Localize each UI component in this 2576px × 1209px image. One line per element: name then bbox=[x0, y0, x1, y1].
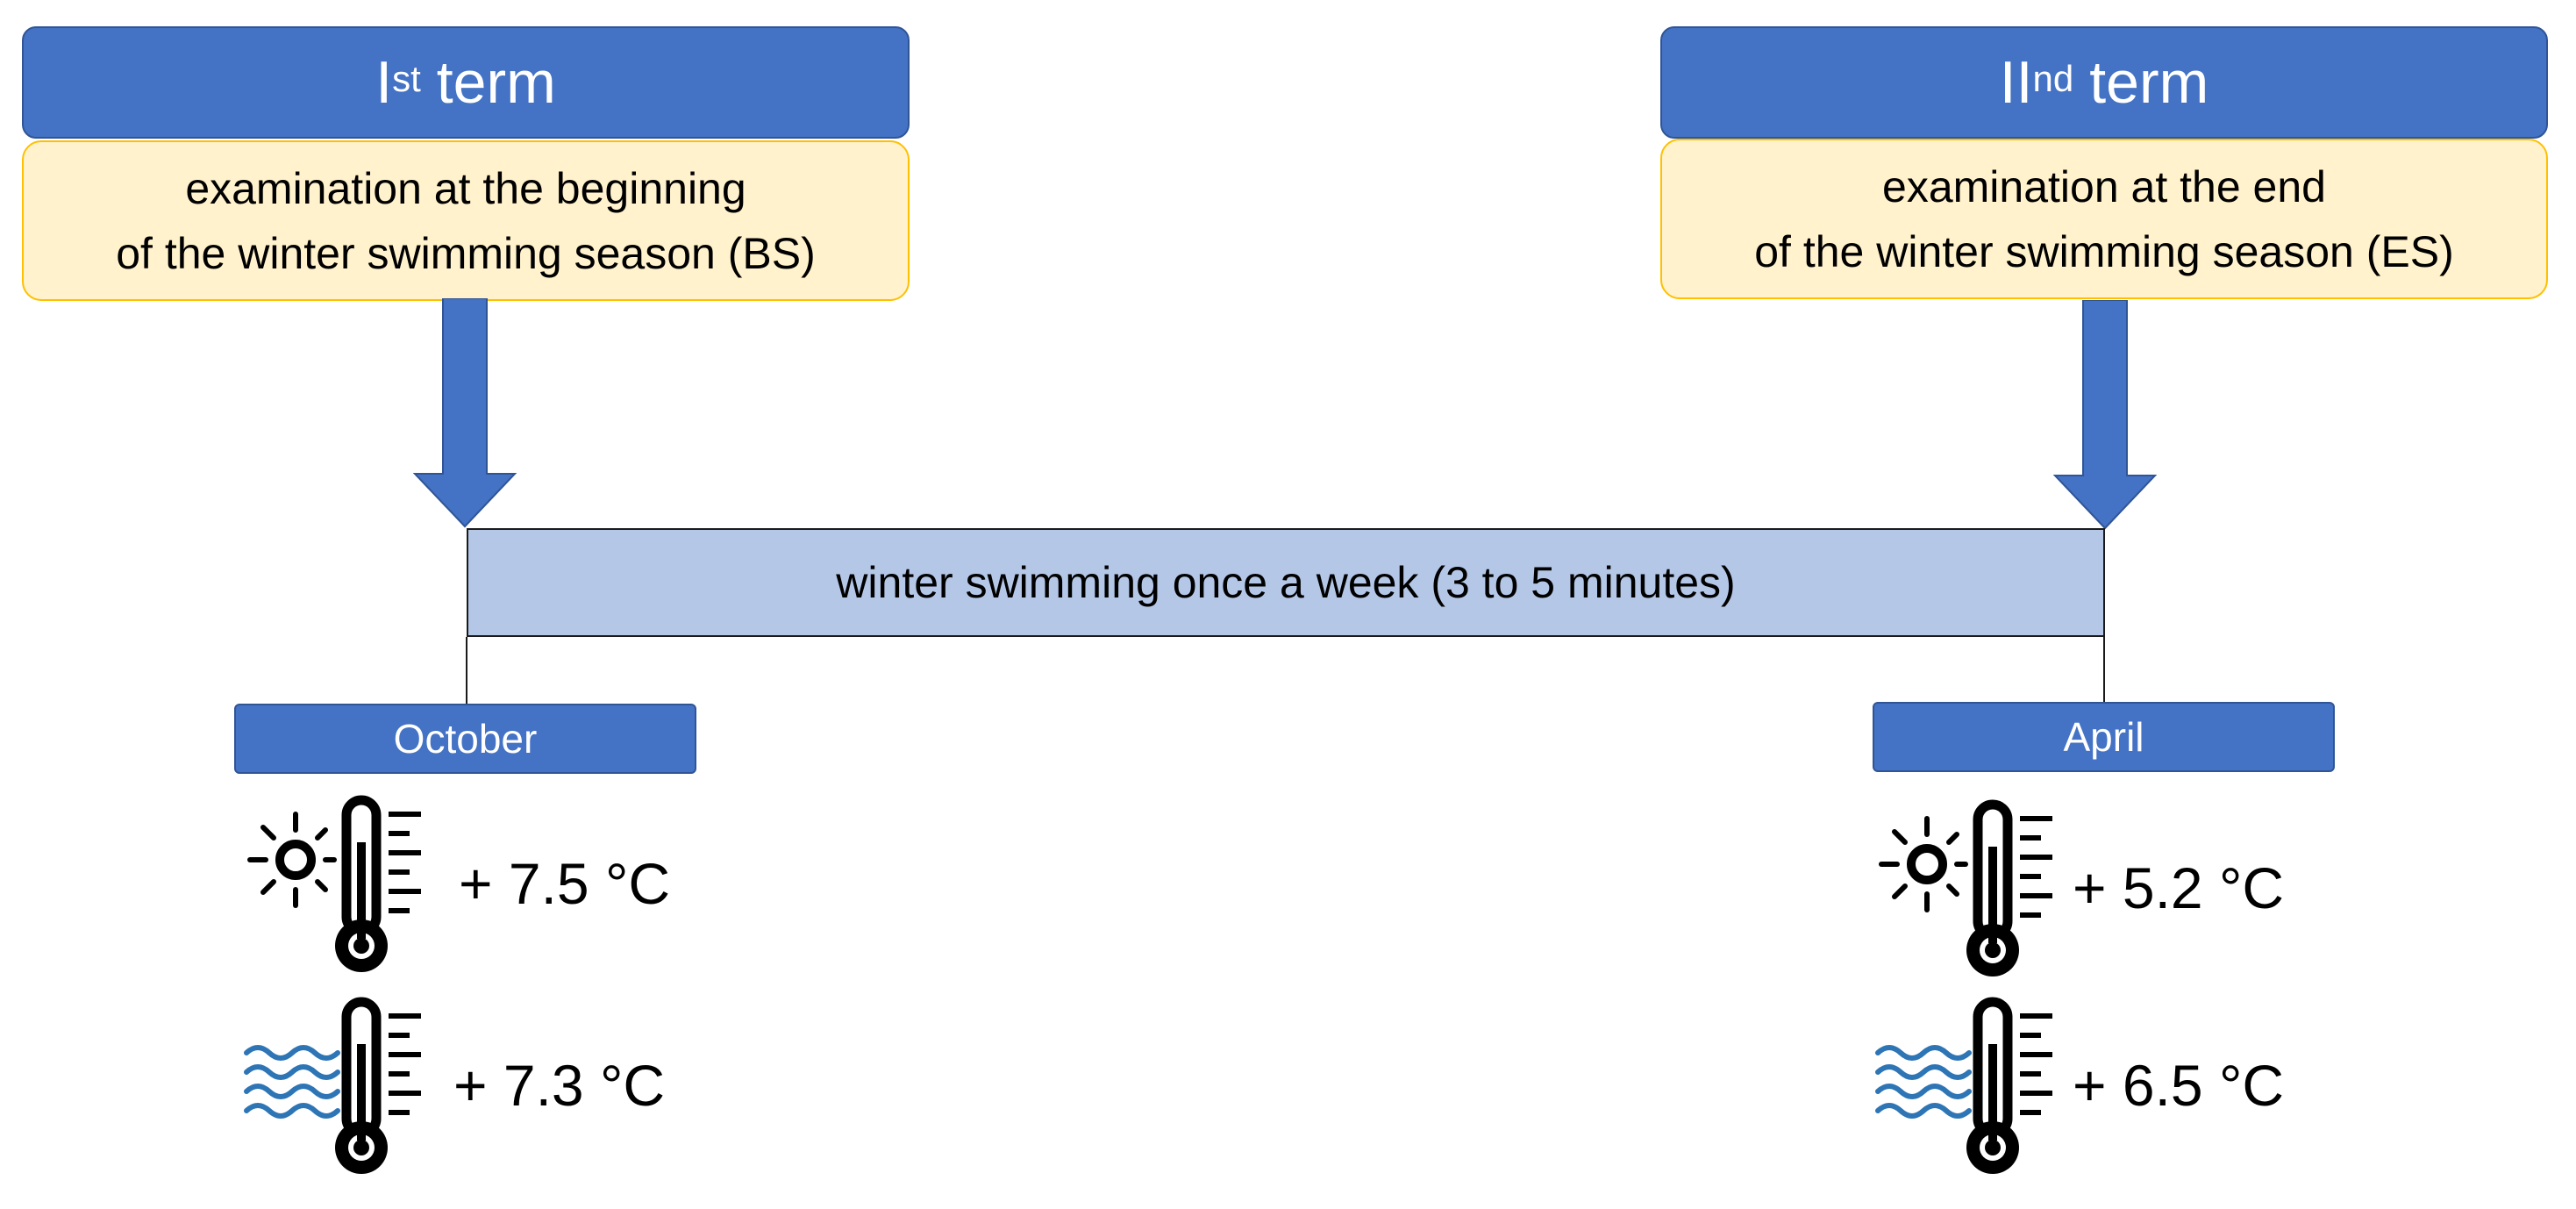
term-2-numeral: II bbox=[1999, 49, 2033, 116]
term-1-exam-box: examination at the beginning of the wint… bbox=[22, 140, 910, 301]
term-1-exam-line-1: examination at the beginning bbox=[185, 163, 746, 213]
october-air-temp: + 7.5 °C bbox=[459, 851, 671, 916]
term-2-word: term bbox=[2089, 49, 2209, 116]
october-water-reading: + 7.3 °C bbox=[241, 991, 665, 1179]
term-2-down-arrow bbox=[2052, 300, 2158, 530]
term-1-superscript: st bbox=[392, 58, 421, 99]
term-2-exam-line-1: examination at the end bbox=[1882, 161, 2326, 211]
october-label-text: October bbox=[393, 716, 538, 762]
term-1-word: term bbox=[436, 49, 556, 116]
term-2-superscript: nd bbox=[2032, 58, 2074, 99]
term-2-exam-line-2: of the winter swimming season (ES) bbox=[1754, 226, 2454, 276]
term-1-exam-line-2: of the winter swimming season (BS) bbox=[116, 228, 816, 278]
water-thermometer-icon bbox=[244, 997, 421, 1174]
sun-thermometer-icon bbox=[247, 795, 421, 972]
april-air-temp: + 5.2 °C bbox=[2073, 855, 2285, 920]
winter-swimming-period-bar: winter swimming once a week (3 to 5 minu… bbox=[467, 528, 2105, 637]
april-water-reading: + 6.5 °C bbox=[1873, 991, 2284, 1179]
april-air-reading: + 5.2 °C bbox=[1873, 794, 2284, 982]
month-october-label: October bbox=[234, 704, 696, 774]
term-1-numeral: I bbox=[375, 49, 393, 116]
october-water-temp: + 7.3 °C bbox=[453, 1053, 666, 1118]
month-april-label: April bbox=[1873, 702, 2335, 772]
april-label-text: April bbox=[2063, 714, 2144, 760]
october-tick-line bbox=[466, 637, 467, 704]
sun-thermometer-icon bbox=[1879, 799, 2052, 976]
period-label: winter swimming once a week (3 to 5 minu… bbox=[836, 558, 1736, 607]
term-1-down-arrow bbox=[412, 298, 517, 528]
april-water-temp: + 6.5 °C bbox=[2073, 1053, 2285, 1118]
april-tick-line bbox=[2103, 637, 2105, 702]
term-2-exam-box: examination at the end of the winter swi… bbox=[1660, 139, 2548, 299]
water-thermometer-icon bbox=[1875, 997, 2052, 1174]
october-air-reading: + 7.5 °C bbox=[241, 790, 670, 977]
